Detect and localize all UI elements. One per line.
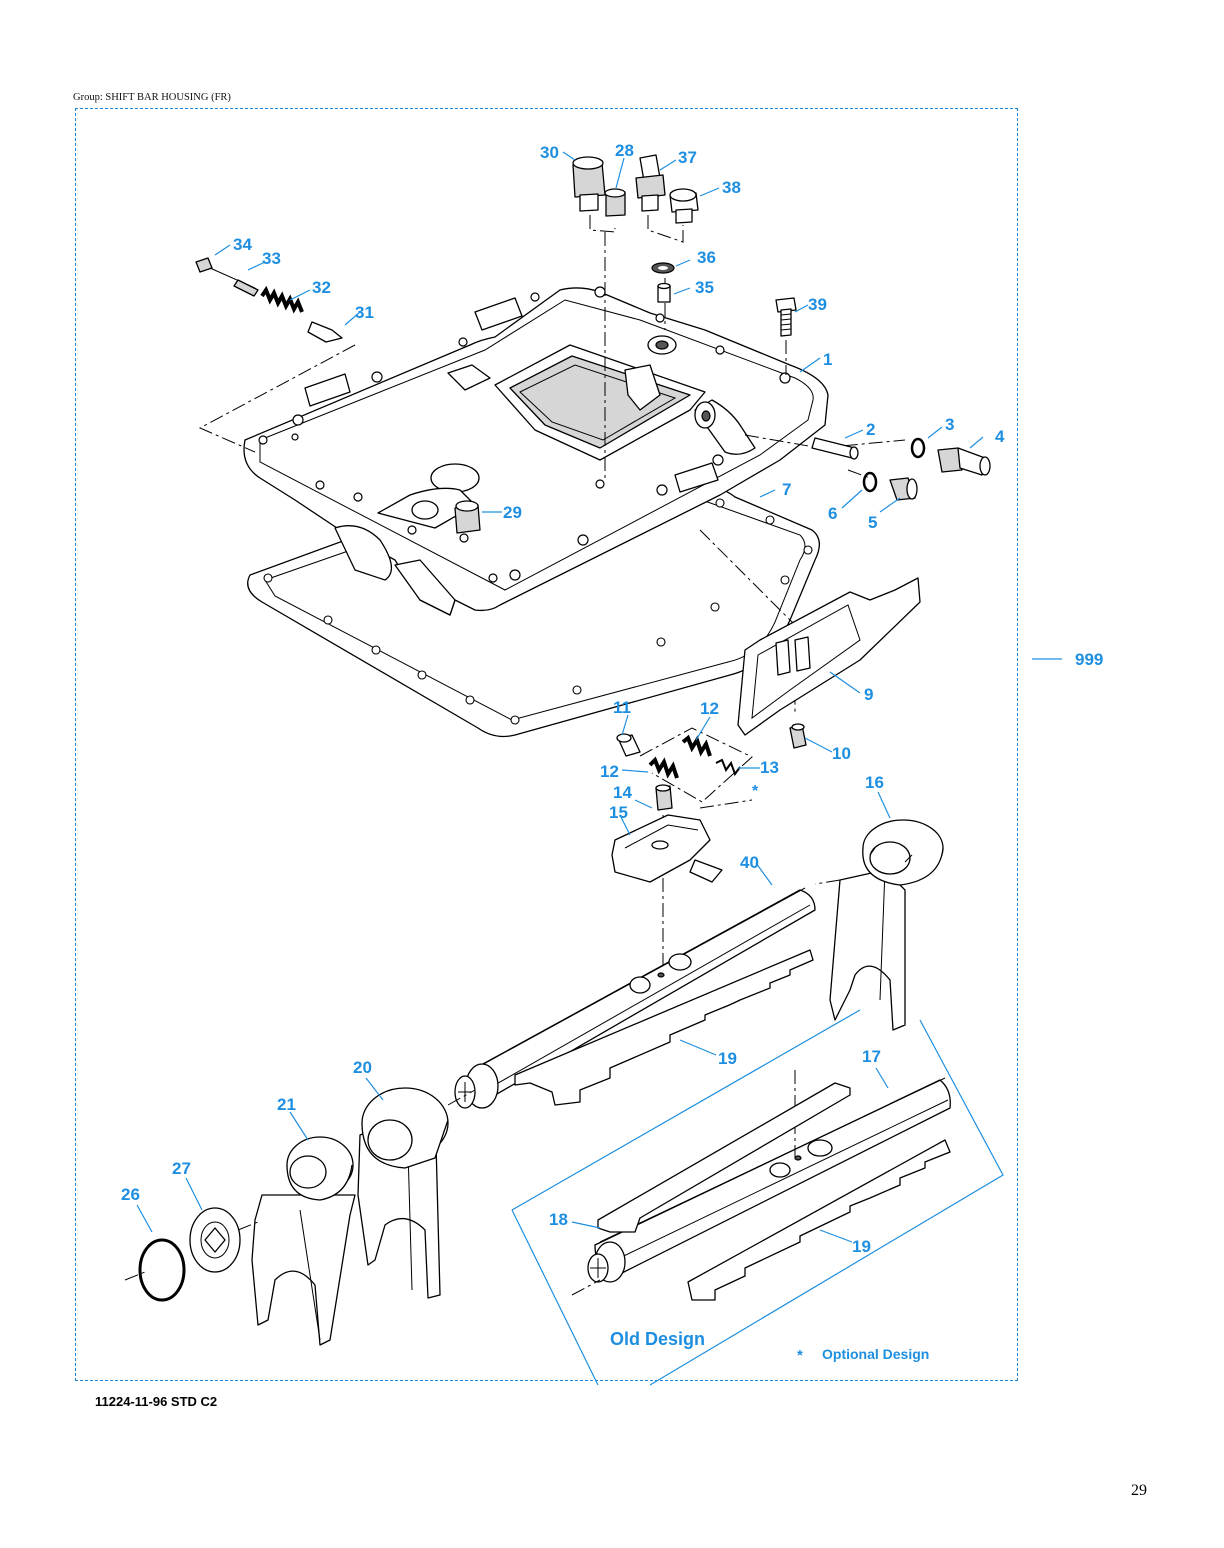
callout-18: 18	[549, 1210, 568, 1229]
screw-14	[655, 784, 673, 811]
block-15	[611, 814, 723, 883]
callout-30: 30	[540, 143, 559, 162]
housing-body	[243, 287, 829, 616]
group-label: Group: SHIFT BAR HOUSING (FR)	[73, 92, 231, 103]
callout-labels: 30 28 37 38 36 35 39 1 2 3 4 7 6 5 29 34…	[121, 141, 1103, 1364]
assembly-frame	[75, 108, 1018, 1381]
callout-29: 29	[503, 503, 522, 522]
callout-12-upper: 12	[700, 699, 719, 718]
old-design-label: Old Design	[610, 1329, 705, 1349]
callout-20: 20	[353, 1058, 372, 1077]
callout-32: 32	[312, 278, 331, 297]
plug-38	[669, 188, 699, 224]
callout-34: 34	[233, 235, 252, 254]
callout-40: 40	[740, 853, 759, 872]
rail-19a	[514, 949, 814, 1106]
leader-lines	[136, 151, 1062, 1243]
asterisk-mark: *	[752, 783, 759, 800]
pin-2	[811, 437, 859, 460]
old-design-rail-19b	[687, 1139, 951, 1301]
screw-34	[195, 257, 213, 273]
callout-9: 9	[864, 685, 873, 704]
spring-12b	[648, 756, 679, 779]
callout-38: 38	[722, 178, 741, 197]
fork-20	[357, 1087, 449, 1299]
old-design-box	[511, 1009, 1004, 1386]
spring-12a	[681, 734, 712, 757]
callout-33: 33	[262, 249, 281, 268]
washer-36	[651, 262, 675, 274]
fork-16	[829, 819, 944, 1031]
callout-11: 11	[613, 698, 631, 717]
callout-999: 999	[1075, 650, 1103, 669]
callout-19-lower: 19	[852, 1237, 871, 1256]
callout-7: 7	[782, 480, 791, 499]
switch-4	[937, 447, 991, 476]
callout-15: 15	[609, 803, 628, 822]
spring-13	[715, 758, 741, 777]
plug-28	[604, 188, 626, 217]
callout-12-lower: 12	[600, 762, 619, 781]
plunger-31	[307, 321, 343, 343]
plug-29	[454, 500, 481, 534]
switch-30	[572, 156, 606, 212]
plug-5	[889, 477, 918, 501]
callout-17: 17	[862, 1047, 881, 1066]
callout-39: 39	[808, 295, 827, 314]
callout-37: 37	[678, 148, 697, 167]
callout-19-upper: 19	[718, 1049, 737, 1068]
optional-design-asterisk: *	[797, 1347, 803, 1364]
callout-35: 35	[695, 278, 714, 297]
callout-27: 27	[172, 1159, 191, 1178]
ring-6	[862, 471, 878, 493]
callout-31: 31	[355, 303, 374, 322]
optional-design-label: Optional Design	[822, 1346, 929, 1362]
bolt-39	[775, 297, 797, 337]
switch-37	[635, 154, 666, 212]
shift-bar-housing	[243, 286, 829, 738]
screw-10	[789, 723, 807, 749]
callout-1: 1	[823, 350, 832, 369]
callout-2: 2	[866, 420, 875, 439]
callout-4: 4	[995, 427, 1005, 446]
ring-3	[910, 437, 926, 459]
spring-33	[209, 267, 259, 297]
ring-27	[189, 1207, 241, 1273]
ring-26	[138, 1238, 186, 1302]
plunger-11	[616, 733, 641, 757]
cover-9	[737, 577, 921, 736]
old-design-rail-18	[597, 1082, 851, 1233]
callout-3: 3	[945, 415, 954, 434]
callout-13: 13	[760, 758, 779, 777]
callout-16: 16	[865, 773, 884, 792]
spring-32	[260, 285, 304, 314]
page-number: 29	[1131, 1482, 1147, 1499]
callout-36: 36	[697, 248, 716, 267]
callout-21: 21	[277, 1095, 296, 1114]
callout-5: 5	[868, 513, 877, 532]
callout-10: 10	[832, 744, 851, 763]
callout-28: 28	[615, 141, 634, 160]
callout-14: 14	[613, 783, 632, 802]
shift-bar-40	[454, 887, 816, 1109]
fork-21	[251, 1136, 356, 1346]
drawing-code: 11224-11-96 STD C2	[95, 1394, 218, 1409]
pin-35	[657, 282, 671, 303]
callout-26: 26	[121, 1185, 140, 1204]
old-design-bar-17	[587, 1077, 951, 1283]
callout-6: 6	[828, 504, 837, 523]
